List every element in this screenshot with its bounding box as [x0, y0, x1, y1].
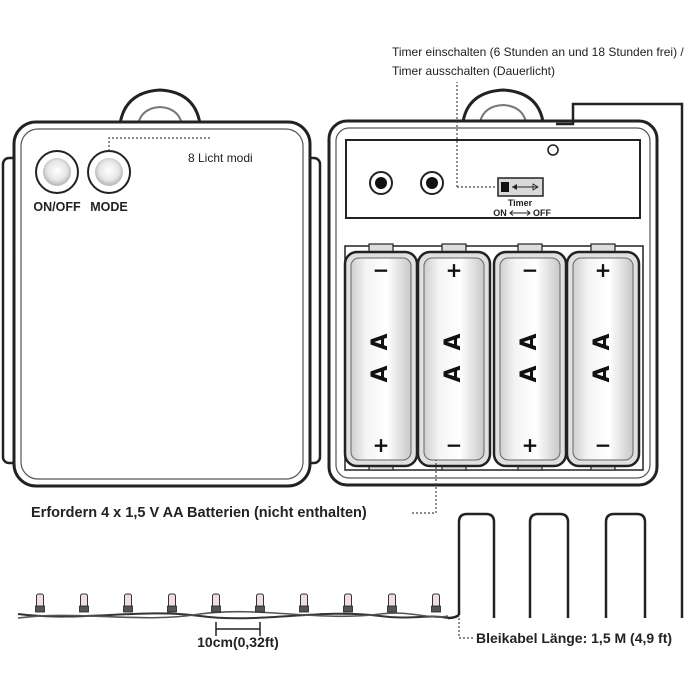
lead-cable	[447, 102, 684, 620]
battery-bottom-polarity: −	[595, 433, 612, 457]
battery-note: Erfordern 4 x 1,5 V AA Batterien (nicht …	[31, 505, 367, 521]
led-bulb	[211, 593, 221, 613]
light-modes-label: 8 Licht modi	[188, 151, 253, 165]
timer-note-line2: Timer ausschalten (Dauerlicht)	[392, 64, 555, 78]
cable-length-label: Bleikabel Länge: 1,5 M (4,9 ft)	[476, 630, 672, 646]
onoff-label: ON/OFF	[33, 200, 81, 214]
light-modes-leader	[108, 137, 212, 151]
battery-top-polarity: +	[595, 258, 612, 282]
led-bulb	[387, 593, 397, 613]
battery-top-polarity: −	[522, 258, 539, 282]
spacing-marker	[215, 622, 261, 636]
mode-button	[87, 150, 131, 194]
timer-on-label: ON	[493, 208, 507, 218]
battery-type-label: A	[517, 333, 542, 350]
battery-1: AA − +	[343, 243, 419, 471]
leds	[35, 593, 441, 613]
battery-compartment: Timer ON OFF AA−+AA+−AA−+AA+−	[327, 82, 659, 487]
socket-right	[420, 171, 444, 195]
battery-2: AA + −	[416, 243, 492, 471]
timer-note-line1: Timer einschalten (6 Stunden an und 18 S…	[392, 45, 684, 59]
battery-top-polarity: +	[446, 258, 463, 282]
battery-type-label: A	[368, 333, 393, 350]
battery-type-label: A	[590, 365, 615, 382]
led-string	[17, 593, 449, 620]
battery-type-label: A	[441, 333, 466, 350]
led-bulb	[431, 593, 441, 613]
timer-off-label: OFF	[533, 208, 551, 218]
battery-type-label: A	[590, 333, 615, 350]
cable-length-leader	[458, 618, 474, 639]
battery-4: AA + −	[565, 243, 641, 471]
battery-type-label: A	[368, 365, 393, 382]
battery-bottom-polarity: −	[446, 433, 463, 457]
led-bulb	[79, 593, 89, 613]
battery-type-label: A	[441, 365, 466, 382]
battery-3: AA − +	[492, 243, 568, 471]
battery-bottom-polarity: +	[373, 433, 390, 457]
battery-bottom-polarity: +	[522, 433, 539, 457]
timer-label: Timer	[508, 198, 533, 208]
mode-label: MODE	[90, 200, 128, 214]
battery-top-polarity: −	[373, 258, 390, 282]
lid-box: ON/OFF MODE 8 Licht modi	[1, 88, 322, 488]
led-bulb	[343, 593, 353, 613]
battery-note-leader	[412, 460, 437, 514]
socket-left	[369, 171, 393, 195]
led-bulb	[255, 593, 265, 613]
led-bulb	[167, 593, 177, 613]
led-bulb	[123, 593, 133, 613]
battery-type-label: A	[517, 365, 542, 382]
led-bulb	[299, 593, 309, 613]
spacing-label: 10cm(0,32ft)	[197, 634, 279, 650]
led-bulb	[35, 593, 45, 613]
onoff-button	[35, 150, 79, 194]
timer-switch	[497, 177, 544, 197]
batteries: AA−+AA+−AA−+AA+−	[343, 243, 641, 471]
